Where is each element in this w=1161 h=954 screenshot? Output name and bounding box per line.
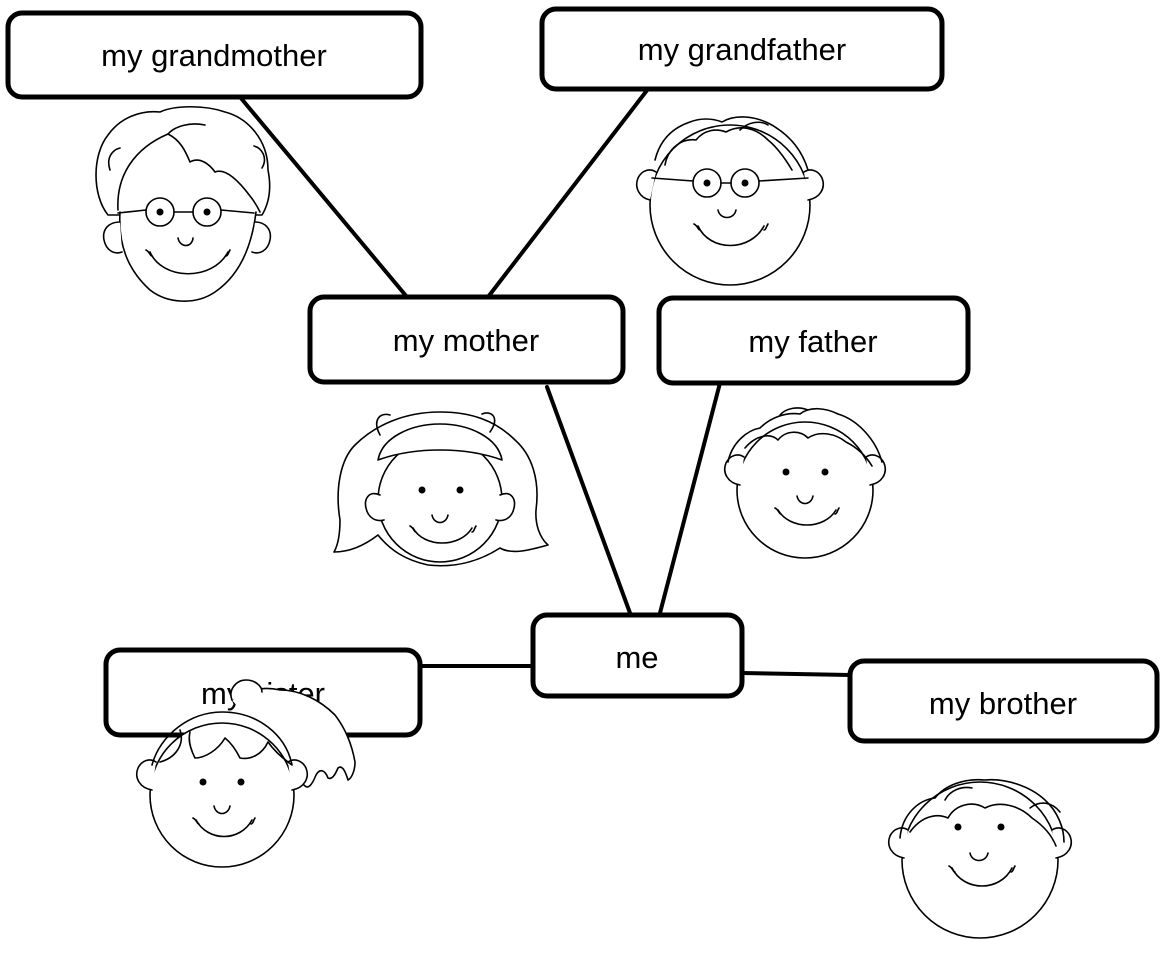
edge-brother-me — [740, 671, 852, 677]
father-face-icon — [724, 407, 886, 559]
node-grandfather: my grandfather — [539, 6, 945, 92]
node-label-me: me — [615, 640, 658, 675]
node-label-brother: my brother — [929, 686, 1077, 721]
node-label-grandmother: my grandmother — [101, 38, 327, 73]
sister-face-icon — [136, 679, 356, 868]
edge-mother-me — [545, 385, 632, 615]
node-father: my father — [656, 295, 971, 386]
node-label-grandfather: my grandfather — [638, 32, 847, 67]
node-me: me — [530, 612, 745, 699]
node-label-father: my father — [748, 324, 877, 359]
edge-grandmother-mother — [238, 95, 409, 299]
mother-face-icon — [333, 411, 549, 567]
grandmother-face-icon — [95, 106, 272, 302]
grandfather-face-icon — [635, 116, 824, 286]
brother-face-icon — [888, 778, 1072, 939]
node-label-mother: my mother — [393, 323, 539, 358]
node-mother: my mother — [307, 294, 626, 385]
edge-grandfather-mother — [486, 87, 650, 299]
node-brother: my brother — [847, 658, 1160, 744]
edge-father-me — [658, 381, 722, 615]
node-grandmother: my grandmother — [5, 10, 424, 100]
